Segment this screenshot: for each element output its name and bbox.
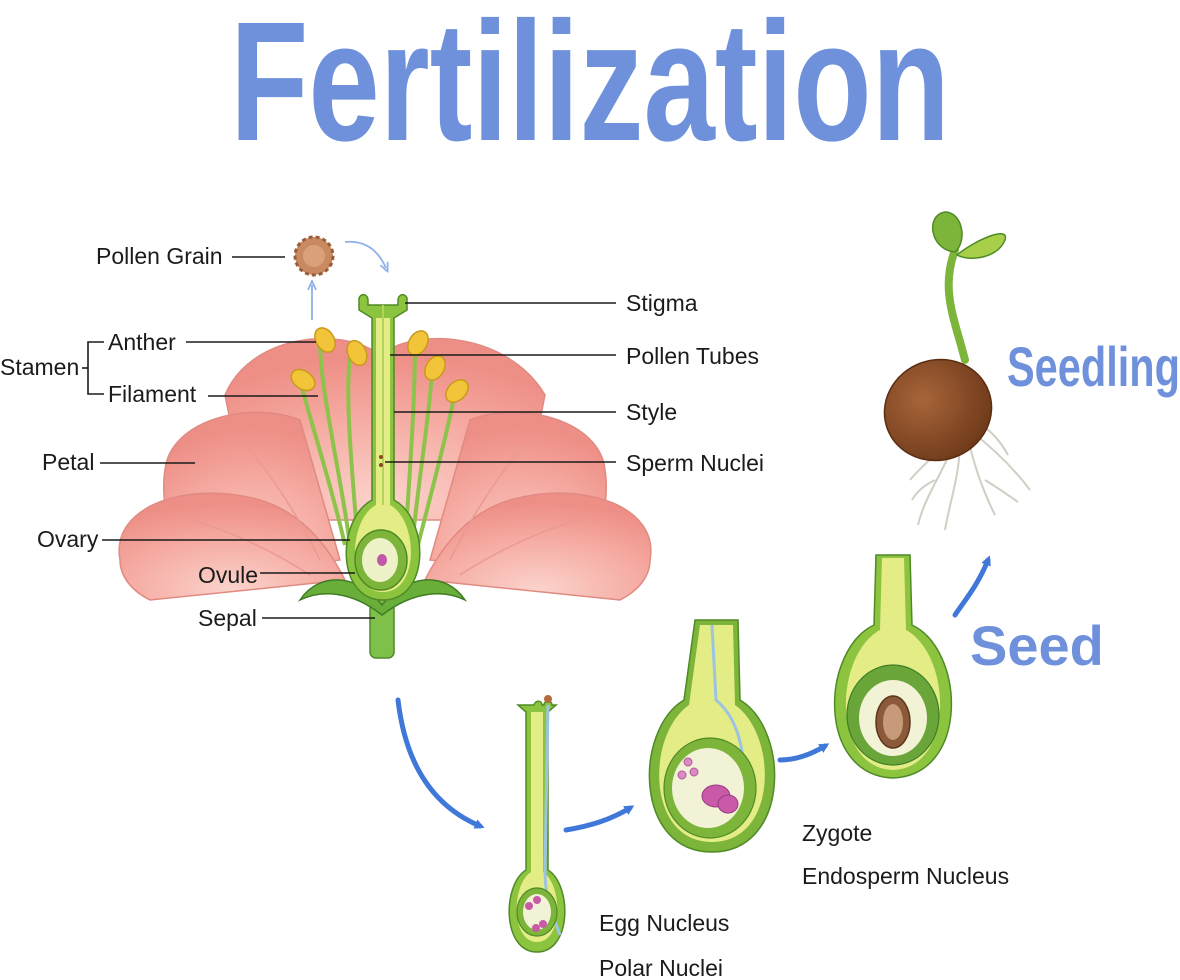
label-style: Style	[626, 399, 677, 425]
flow-arrow-3	[777, 743, 830, 763]
label-anther: Anther	[108, 329, 176, 355]
label-egg-nucleus: Egg Nucleus	[599, 910, 729, 936]
label-ovary: Ovary	[37, 526, 99, 552]
label-seed: Seed	[970, 614, 1104, 677]
label-polar-nuclei: Polar Nuclei	[599, 955, 723, 980]
label-pollen-tubes: Pollen Tubes	[626, 343, 759, 369]
label-zygote: Zygote	[802, 820, 872, 846]
label-seedling: Seedling	[1007, 335, 1180, 398]
label-stigma: Stigma	[626, 290, 698, 316]
pollen-transfer-arrow	[344, 240, 386, 268]
pistil-with-pollen-tube	[508, 695, 566, 953]
page-title: Fertilization	[230, 0, 950, 177]
flow-arrow-1	[395, 697, 485, 829]
label-pollen-grain: Pollen Grain	[96, 243, 223, 269]
process-arrows	[395, 555, 991, 833]
label-sepal: Sepal	[198, 605, 257, 631]
pollen-grain	[293, 235, 335, 277]
label-stamen: Stamen	[0, 354, 79, 380]
label-ovule: Ovule	[198, 562, 258, 588]
flower-illustration	[118, 235, 652, 659]
label-endosperm-nucleus: Endosperm Nucleus	[802, 863, 1009, 889]
label-sperm-nuclei: Sperm Nuclei	[626, 450, 764, 476]
pistil	[345, 293, 421, 601]
fertilized-ovule	[648, 619, 776, 853]
label-filament: Filament	[108, 381, 197, 407]
flow-arrow-2	[563, 805, 635, 833]
seedling	[883, 211, 1031, 531]
flower-labels: Pollen Grain Stamen Anther Filament Peta…	[0, 243, 764, 631]
flow-arrow-4	[952, 555, 991, 618]
seed-in-ovary	[833, 554, 953, 779]
label-petal: Petal	[42, 449, 94, 475]
